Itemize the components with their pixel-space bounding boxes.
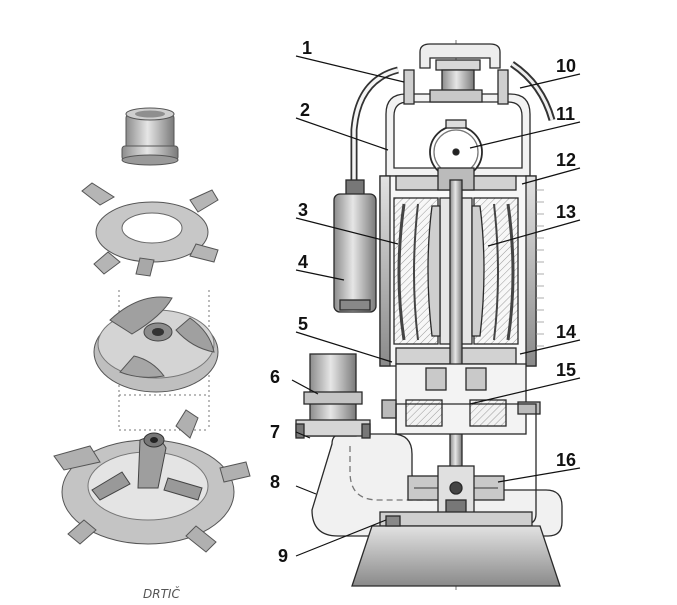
callout-1: 1 bbox=[302, 38, 312, 58]
callout-14: 14 bbox=[556, 322, 576, 342]
discharge-pipe bbox=[295, 353, 371, 439]
impeller-disc bbox=[93, 296, 219, 393]
callout-10: 10 bbox=[556, 56, 576, 76]
cutter-head bbox=[53, 409, 251, 553]
seal-chamber bbox=[381, 363, 541, 435]
callout-8: 8 bbox=[270, 472, 280, 492]
base-stand bbox=[351, 511, 561, 587]
callout-9: 9 bbox=[278, 546, 288, 566]
pump-cross-section bbox=[295, 40, 563, 590]
callout-5: 5 bbox=[298, 314, 308, 334]
figure-caption: DRTIČ bbox=[143, 586, 180, 601]
handle bbox=[419, 43, 501, 93]
callout-numbers: 1 2 3 4 5 6 7 8 9 10 11 12 13 14 15 16 bbox=[270, 38, 576, 566]
callout-2: 2 bbox=[300, 100, 310, 120]
float-switch bbox=[333, 179, 377, 313]
cutter-sleeve bbox=[121, 107, 179, 166]
callout-16: 16 bbox=[556, 450, 576, 470]
callout-4: 4 bbox=[298, 252, 308, 272]
callout-6: 6 bbox=[270, 367, 280, 387]
shaft bbox=[449, 179, 463, 497]
cutter-plate bbox=[81, 182, 219, 277]
callout-13: 13 bbox=[556, 202, 576, 222]
callout-3: 3 bbox=[298, 200, 308, 220]
callout-11: 11 bbox=[556, 104, 575, 124]
exploded-parts: DRTIČ bbox=[53, 107, 251, 601]
callout-15: 15 bbox=[556, 360, 576, 380]
leader-lines bbox=[291, 55, 581, 557]
callout-12: 12 bbox=[556, 150, 576, 170]
callout-7: 7 bbox=[270, 422, 280, 442]
